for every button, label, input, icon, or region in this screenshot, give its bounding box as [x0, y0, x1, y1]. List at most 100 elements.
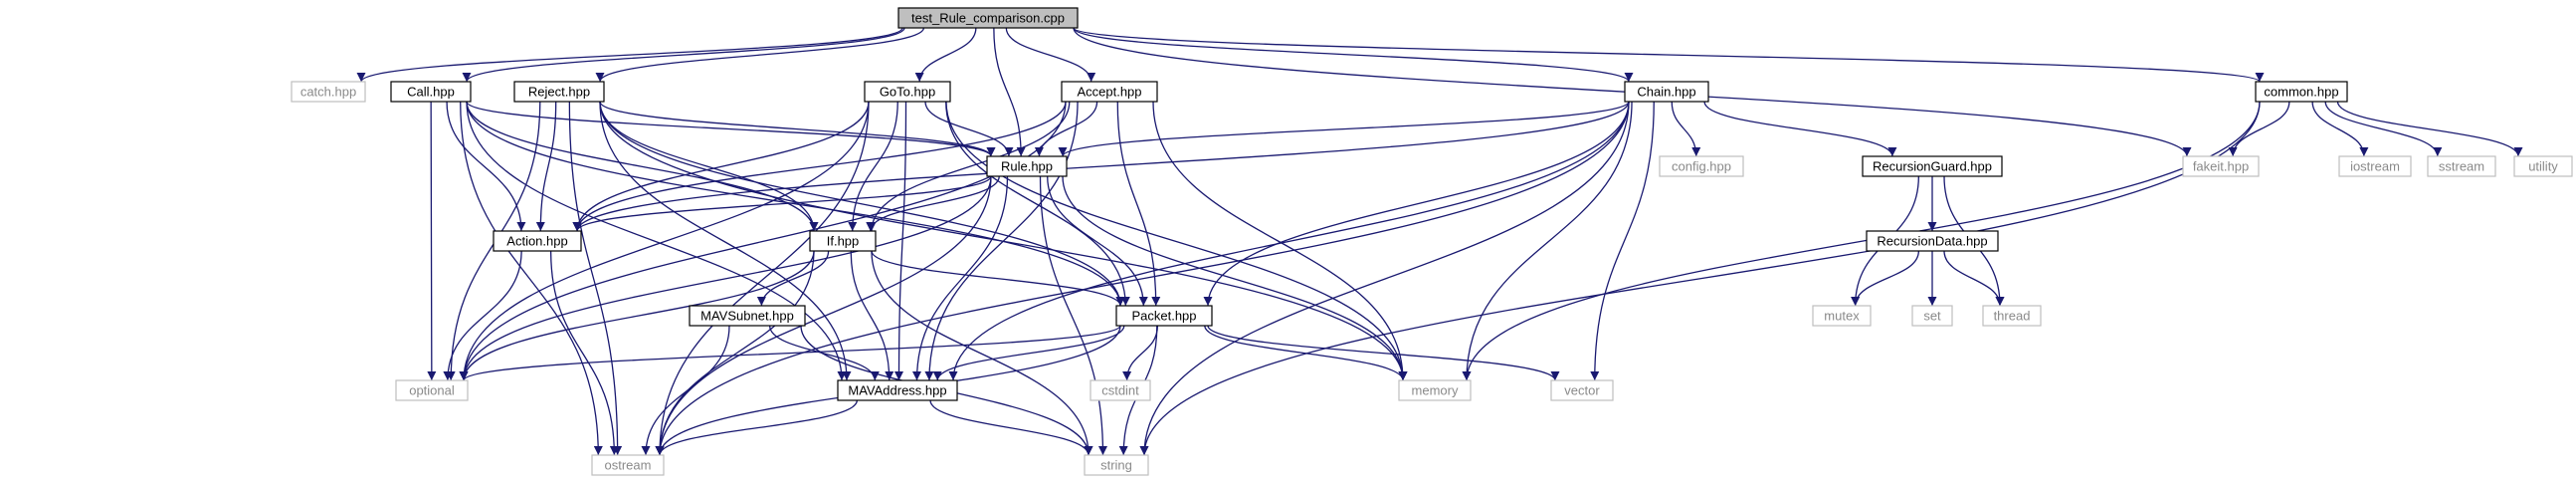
node-box-recursionguard — [1862, 155, 2003, 177]
node-label-test-rule-comparison: test_Rule_comparison.cpp — [911, 11, 1065, 26]
edge-common-to-iostream — [2311, 101, 2369, 157]
node-fakeit: fakeit.hpp — [2182, 155, 2260, 177]
edge-common-to-sstream — [2324, 101, 2443, 157]
node-box-reject — [513, 81, 605, 103]
edge-action-to-optional — [443, 250, 522, 381]
node-string: string — [1084, 454, 1149, 476]
edge-accept-to-action — [572, 101, 1067, 232]
node-box-accept — [1061, 81, 1158, 103]
edge-mavaddress-to-ostream — [655, 399, 858, 456]
node-label-if: If.hpp — [827, 234, 860, 249]
node-label-thread: thread — [1994, 309, 2031, 324]
node-label-mavaddress: MAVAddress.hpp — [848, 383, 946, 398]
node-label-memory: memory — [1412, 383, 1459, 398]
node-box-mutex — [1812, 305, 1872, 327]
edge-test-rule-comparison-to-goto — [914, 27, 977, 83]
edge-rule-to-optional — [459, 175, 992, 381]
edge-common-to-fakeit — [2228, 101, 2290, 157]
edge-goto-to-if — [848, 101, 898, 232]
node-sstream: sstream — [2427, 155, 2496, 177]
edge-if-to-string — [871, 250, 1093, 456]
node-label-recursiondata: RecursionData.hpp — [1877, 234, 1987, 249]
edge-if-to-mavaddress — [850, 250, 894, 381]
node-box-set — [1911, 305, 1953, 327]
edge-mavsubnet-to-ostream — [641, 325, 730, 456]
node-chain[interactable]: Chain.hpp — [1624, 81, 1709, 103]
node-label-packet: Packet.hpp — [1131, 309, 1196, 324]
edge-test-rule-comparison-to-reject — [595, 27, 924, 83]
node-box-fakeit — [2182, 155, 2260, 177]
node-vector: vector — [1550, 379, 1614, 401]
edge-packet-to-memory — [1204, 325, 1408, 381]
edge-call-to-ostream — [460, 101, 603, 456]
node-box-if — [809, 230, 877, 252]
node-box-ostream — [591, 454, 665, 476]
node-box-chain — [1624, 81, 1709, 103]
node-label-mavsubnet: MAVSubnet.hpp — [700, 309, 794, 324]
node-label-action: Action.hpp — [506, 234, 567, 249]
node-box-cstdint — [1090, 379, 1151, 401]
node-box-test-rule-comparison — [897, 7, 1079, 29]
node-optional: optional — [395, 379, 469, 401]
edge-rule-to-string — [1039, 175, 1107, 456]
edge-goto-to-mavaddress — [894, 101, 907, 381]
node-label-sstream: sstream — [2439, 159, 2484, 174]
edge-reject-to-if — [599, 101, 819, 232]
edge-rule-to-packet — [1047, 175, 1148, 307]
edge-reject-to-mavaddress — [599, 101, 852, 381]
edge-if-to-optional — [459, 250, 815, 381]
node-goto[interactable]: GoTo.hpp — [864, 81, 951, 103]
node-label-string: string — [1100, 458, 1132, 473]
node-box-string — [1084, 454, 1149, 476]
node-packet[interactable]: Packet.hpp — [1115, 305, 1213, 327]
edge-packet-to-vector — [1207, 325, 1560, 381]
node-box-sstream — [2427, 155, 2496, 177]
edge-reject-to-action — [535, 101, 557, 232]
edge-test-rule-comparison-to-chain — [1073, 27, 1634, 83]
node-reject[interactable]: Reject.hpp — [513, 81, 605, 103]
node-box-action — [493, 230, 582, 252]
node-label-vector: vector — [1564, 383, 1600, 398]
node-box-thread — [1982, 305, 2042, 327]
edge-reject-to-rule — [599, 101, 996, 157]
node-box-recursiondata — [1866, 230, 1999, 252]
dependency-edges — [356, 27, 2523, 456]
edge-chain-to-recursionguard — [1703, 101, 1897, 157]
edge-recursiondata-to-mutex — [1851, 250, 1919, 307]
node-if[interactable]: If.hpp — [809, 230, 877, 252]
edge-if-to-packet — [871, 250, 1125, 307]
edge-common-to-string — [1139, 101, 2261, 456]
edge-reject-to-memory — [599, 101, 1408, 381]
node-rule[interactable]: Rule.hpp — [986, 155, 1068, 177]
node-label-fakeit: fakeit.hpp — [2193, 159, 2249, 174]
node-call[interactable]: Call.hpp — [390, 81, 472, 103]
edge-if-to-mavsubnet — [756, 250, 830, 307]
node-accept[interactable]: Accept.hpp — [1061, 81, 1158, 103]
edge-mavaddress-to-string — [929, 399, 1093, 456]
node-box-mavsubnet — [689, 305, 806, 327]
edge-reject-to-packet — [599, 101, 1125, 307]
node-mavaddress[interactable]: MAVAddress.hpp — [837, 379, 958, 401]
node-label-reject: Reject.hpp — [528, 85, 590, 100]
edge-chain-to-string — [1139, 101, 1630, 456]
edge-goto-to-optional — [459, 101, 870, 381]
node-box-mavaddress — [837, 379, 958, 401]
edge-accept-to-packet — [1116, 101, 1161, 307]
node-box-catch — [291, 81, 366, 103]
node-test-rule-comparison[interactable]: test_Rule_comparison.cpp — [897, 7, 1079, 29]
edge-common-to-memory — [1462, 101, 2261, 381]
node-recursionguard[interactable]: RecursionGuard.hpp — [1862, 155, 2003, 177]
node-recursiondata[interactable]: RecursionData.hpp — [1866, 230, 1999, 252]
node-label-chain: Chain.hpp — [1637, 85, 1695, 100]
node-action[interactable]: Action.hpp — [493, 230, 582, 252]
edge-goto-to-packet — [945, 101, 1130, 307]
node-mavsubnet[interactable]: MAVSubnet.hpp — [689, 305, 806, 327]
node-box-goto — [864, 81, 951, 103]
node-label-call: Call.hpp — [407, 85, 455, 100]
node-common[interactable]: common.hpp — [2255, 81, 2348, 103]
node-box-memory — [1398, 379, 1472, 401]
edge-test-rule-comparison-to-catch — [356, 27, 903, 83]
node-label-config: config.hpp — [1672, 159, 1731, 174]
edge-call-to-mavaddress — [466, 101, 847, 381]
